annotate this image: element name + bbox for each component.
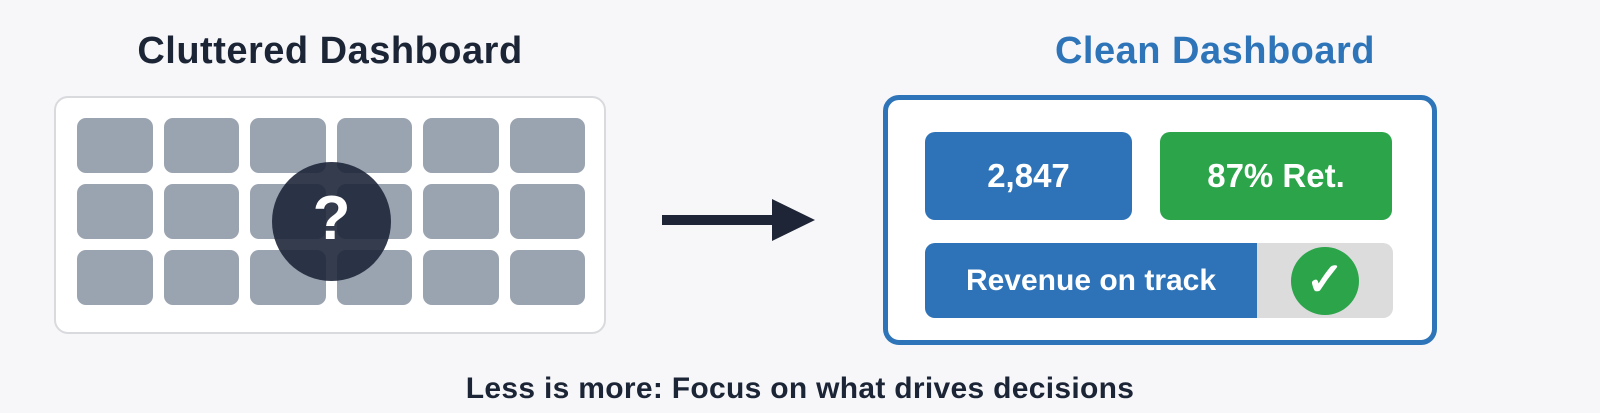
status-text: Revenue on track — [965, 263, 1217, 297]
metric-value: 87% Ret. — [1207, 157, 1345, 194]
widget-tile — [509, 250, 585, 305]
metric-row: 2,847 87% Ret. — [925, 132, 1392, 220]
status-label-chip: Revenue on track — [925, 243, 1257, 318]
widget-tile — [163, 184, 239, 239]
metric-card-count: 2,847 — [925, 132, 1132, 220]
widget-tile — [77, 184, 153, 239]
question-mark-badge: ? — [272, 162, 391, 281]
widget-grid — [77, 118, 585, 305]
widget-tile — [163, 250, 239, 305]
clean-dashboard-panel: 2,847 87% Ret. Revenue on track ✓ — [883, 95, 1437, 345]
status-bar: Revenue on track ✓ — [925, 243, 1393, 318]
widget-tile — [423, 184, 499, 239]
widget-tile — [509, 118, 585, 173]
cluttered-dashboard-title: Cluttered Dashboard — [137, 30, 523, 72]
widget-tile — [509, 184, 585, 239]
cluttered-dashboard-panel: ? — [54, 96, 606, 334]
question-mark: ? — [312, 184, 351, 253]
right-arrow-icon — [662, 199, 815, 241]
metric-value: 2,847 — [987, 157, 1070, 194]
caption-text: Less is more: Focus on what drives decis… — [465, 372, 1135, 405]
widget-tile — [163, 118, 239, 173]
widget-tile — [77, 250, 153, 305]
widget-tile — [77, 118, 153, 173]
widget-tile — [423, 250, 499, 305]
metric-card-retention: 87% Ret. — [1160, 132, 1392, 220]
clean-dashboard-title: Clean Dashboard — [1054, 30, 1376, 72]
widget-tile — [423, 118, 499, 173]
check-badge: ✓ — [1291, 247, 1359, 315]
check-icon: ✓ — [1305, 253, 1345, 305]
